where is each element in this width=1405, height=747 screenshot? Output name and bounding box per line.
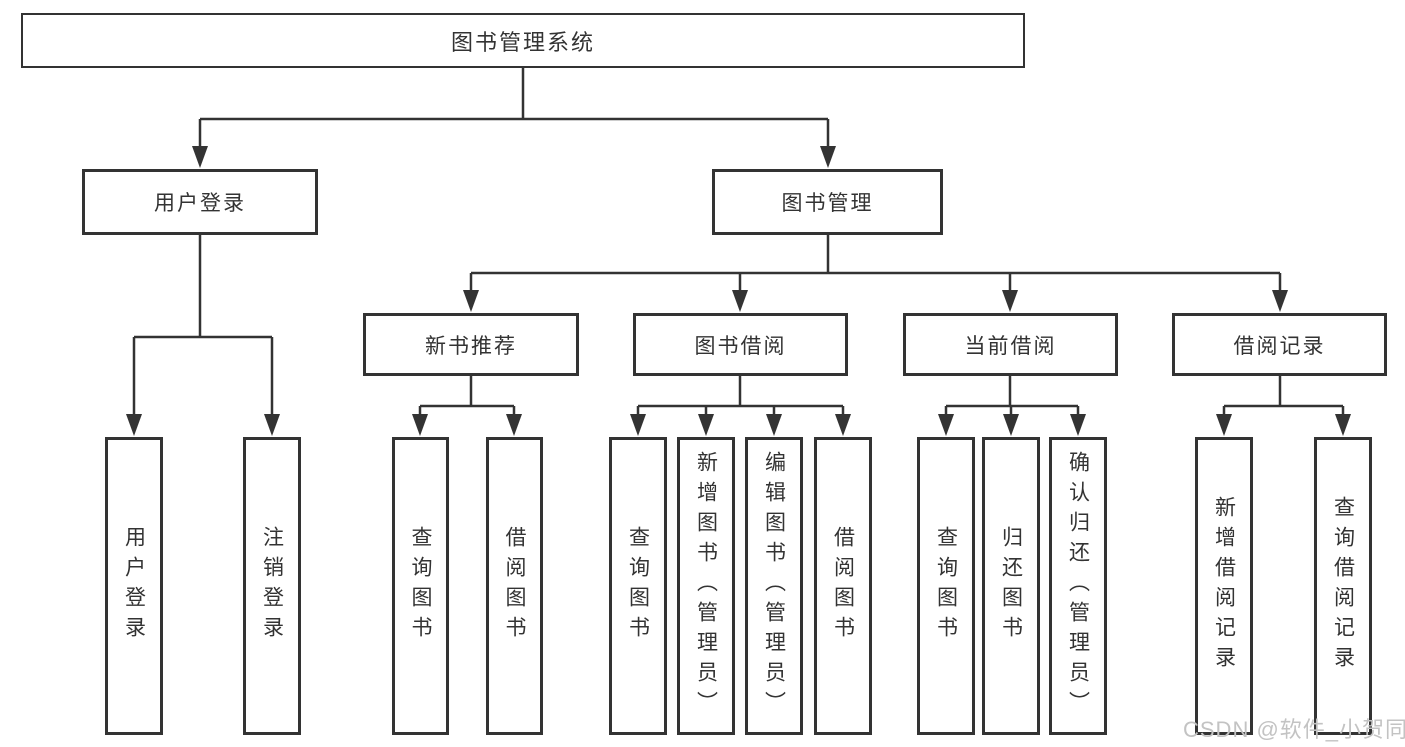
node-label: 编辑图书（管理员） — [762, 451, 786, 721]
leaf-edit-books-admin: 编辑图书（管理员） — [745, 437, 803, 735]
node-label: 借阅图书 — [831, 526, 855, 646]
node-label: 新增借阅记录 — [1212, 496, 1236, 676]
leaf-logout: 注销登录 — [243, 437, 301, 735]
leaf-return-books: 归还图书 — [982, 437, 1040, 735]
node-book-borrowing: 图书借阅 — [633, 313, 848, 376]
node-label: 用户登录 — [122, 526, 146, 646]
node-label: 查询图书 — [934, 526, 958, 646]
node-label: 查询借阅记录 — [1331, 496, 1355, 676]
node-label: 图书借阅 — [694, 334, 787, 358]
node-library-management-system: 图书管理系统 — [21, 13, 1025, 68]
csdn-watermark: CSDN @软件_小贺同学 — [1183, 717, 1405, 742]
node-label: 借阅图书 — [503, 526, 526, 646]
leaf-query-borrow-record: 查询借阅记录 — [1314, 437, 1372, 735]
leaf-add-borrow-record: 新增借阅记录 — [1195, 437, 1253, 735]
leaf-confirm-return-admin: 确认归还（管理员） — [1049, 437, 1107, 735]
node-label: 确认归还（管理员） — [1066, 451, 1090, 721]
leaf-borrow-books-1: 借阅图书 — [486, 437, 543, 735]
node-label: 图书管理系统 — [450, 29, 595, 55]
node-label: 图书管理 — [781, 192, 874, 215]
node-user-login: 用户登录 — [82, 169, 318, 235]
node-label: 注销登录 — [260, 526, 284, 646]
leaf-query-books-1: 查询图书 — [392, 437, 449, 735]
node-label: 用户登录 — [154, 192, 246, 215]
leaf-query-books-3: 查询图书 — [917, 437, 975, 735]
node-label: 查询图书 — [626, 526, 650, 646]
node-current-borrowing: 当前借阅 — [903, 313, 1118, 376]
leaf-query-books-2: 查询图书 — [609, 437, 667, 735]
node-label: 查询图书 — [409, 526, 432, 646]
leaf-borrow-books-2: 借阅图书 — [814, 437, 872, 735]
node-borrowing-records: 借阅记录 — [1172, 313, 1387, 376]
node-label: 新增图书（管理员） — [694, 451, 718, 721]
leaf-user-login: 用户登录 — [105, 437, 163, 735]
node-new-book-recommend: 新书推荐 — [363, 313, 579, 376]
node-book-management: 图书管理 — [712, 169, 943, 235]
node-label: 当前借阅 — [964, 334, 1057, 358]
node-label: 归还图书 — [999, 526, 1023, 646]
node-label: 新书推荐 — [425, 334, 517, 358]
leaf-add-books-admin: 新增图书（管理员） — [677, 437, 735, 735]
node-label: 借阅记录 — [1233, 334, 1326, 358]
